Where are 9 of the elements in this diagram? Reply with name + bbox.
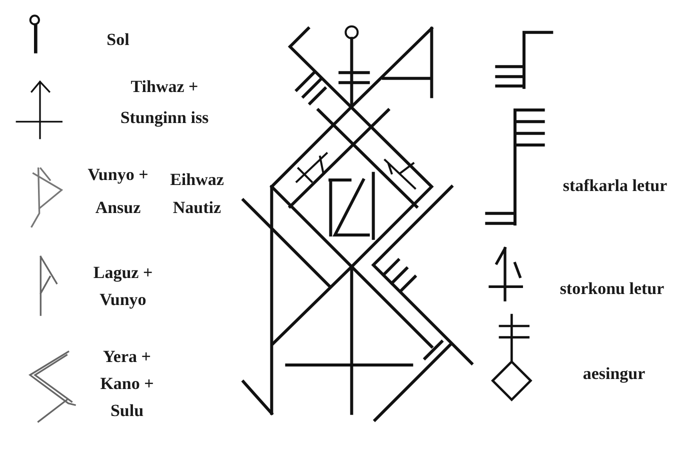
rune-name: Sol xyxy=(106,29,130,51)
rune-name: stafkarla letur xyxy=(562,175,668,197)
rune-name: Tihwaz + Stunginn iss xyxy=(119,76,210,129)
rune-name: storkonu letur xyxy=(558,278,666,300)
rune-name: Yera + Kano + Sulu xyxy=(99,346,155,422)
rune-name: Vunyo + Ansuz xyxy=(86,164,150,219)
rune-name: aesingur xyxy=(582,363,646,385)
rune-name: Eihwaz Nautiz xyxy=(169,169,225,219)
rune-name: Laguz + Vunyo xyxy=(92,262,154,311)
